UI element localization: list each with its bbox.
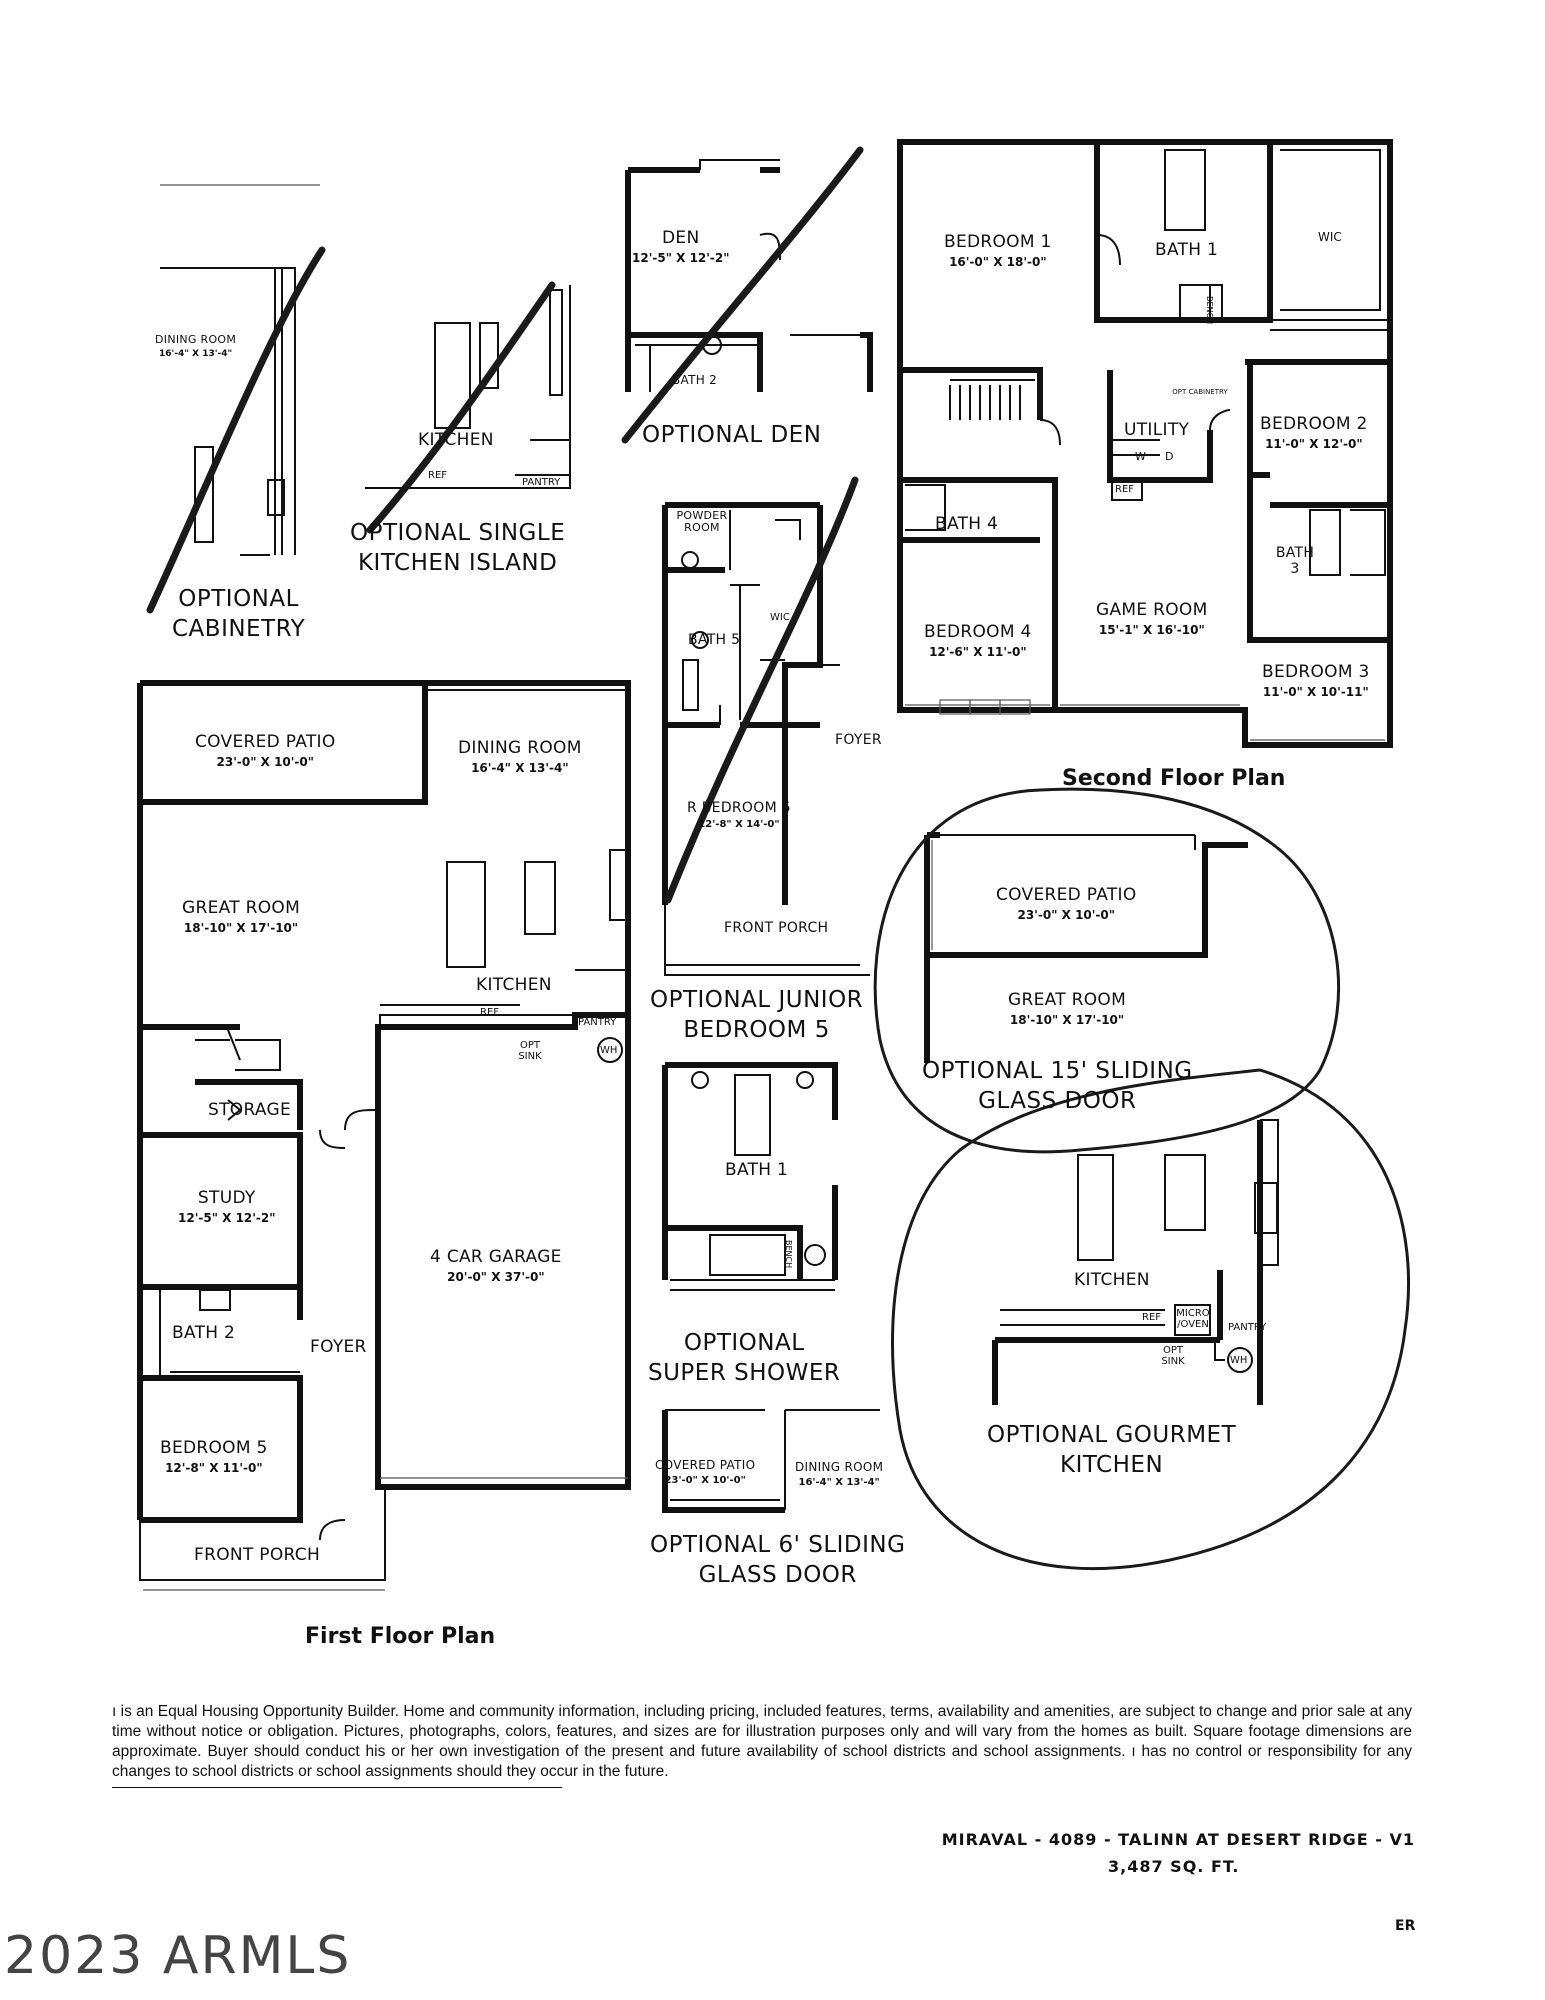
second-opt-cabinetry-label: OPT CABINETRY [1172,388,1228,396]
first-storage-label: STORAGE [208,1100,292,1120]
first-wh-label: WH [600,1045,618,1056]
strike-marks [146,146,864,904]
opt-gourmet-kitchen-label: KITCHEN [1074,1270,1150,1290]
second-ref-label: REF [1115,484,1135,495]
option-super-shower-drawing [662,1062,838,1291]
opt-den-bath-label: BATH 2 [672,373,718,387]
first-kitchen-label: KITCHEN [476,975,552,995]
second-bath3-label: BATH 3 [1275,545,1315,577]
opt-island-kitchen-label: KITCHEN [418,430,494,450]
first-ref-label: REF [480,1007,500,1018]
option-junior-bedroom-drawing [662,502,870,976]
second-washer-label: W [1135,450,1146,463]
option-single-island-drawing [365,285,571,489]
opt-island-ref-label: REF [428,470,448,481]
opt-gourmet-opt-sink-label: OPT SINK [1161,1345,1185,1367]
option-gourmet-drawing [992,1119,1279,1405]
first-pantry-label: PANTRY [578,1017,617,1028]
plan-name: MIRAVAL - 4089 - TALINN AT DESERT RIDGE … [941,1830,1415,1849]
opt-junior-foyer-label: FOYER [835,732,882,748]
second-floor-title: Second Floor Plan [1062,766,1286,791]
first-bath2-label: BATH 2 [172,1323,236,1343]
armls-watermark: 2023 ARMLS [4,1926,352,1986]
opt-gourmet-micro-label: MICRO /OVEN [1176,1308,1210,1330]
opt-junior-wic-label: WIC [770,612,790,623]
option-cabinetry-drawing [160,184,320,556]
opt-super-shower-bath-label: BATH 1 [725,1160,789,1180]
option-den-drawing [625,159,873,392]
first-floor-walls [137,680,631,1591]
second-floor-walls [897,139,1393,748]
corner-mark: ER [1395,1918,1416,1934]
second-utility-label: UTILITY [1124,420,1190,440]
opt-gourmet-pantry-label: PANTRY [1228,1322,1267,1333]
second-dryer-label: D [1165,450,1174,463]
first-foyer-label: FOYER [310,1337,367,1357]
second-wic-label: WIC [1318,230,1342,244]
opt-island-pantry-label: PANTRY [522,477,561,488]
selection-loops [873,787,1411,1571]
first-opt-sink-label: OPT SINK [518,1040,542,1062]
option-15-slider-drawing [924,832,1248,1063]
first-front-porch-label: FRONT PORCH [194,1545,321,1565]
opt-junior-porch-label: FRONT PORCH [724,920,829,936]
opt-junior-powder-label: POWDER ROOM [676,509,728,534]
second-bath1-label: BATH 1 [1155,240,1219,260]
second-bath4-label: BATH 4 [935,514,999,534]
option-6-slider-drawing [662,1409,880,1513]
opt-gourmet-ref-label: REF [1142,1312,1162,1323]
disclaimer-underline [112,1787,562,1788]
disclaimer-text: ı is an Equal Housing Opportunity Builde… [112,1703,1412,1780]
second-bench-label: BENCH [1205,296,1214,325]
first-floor-title: First Floor Plan [305,1624,496,1649]
opt-junior-bath5-label: BATH 5 [688,632,741,648]
opt-gourmet-wh-label: WH [1230,1355,1248,1366]
square-footage: 3,487 SQ. FT. [1108,1857,1240,1876]
opt-den-caption: OPTIONAL DEN [642,422,822,448]
opt-super-shower-bench-label: BENCH [784,1240,793,1269]
